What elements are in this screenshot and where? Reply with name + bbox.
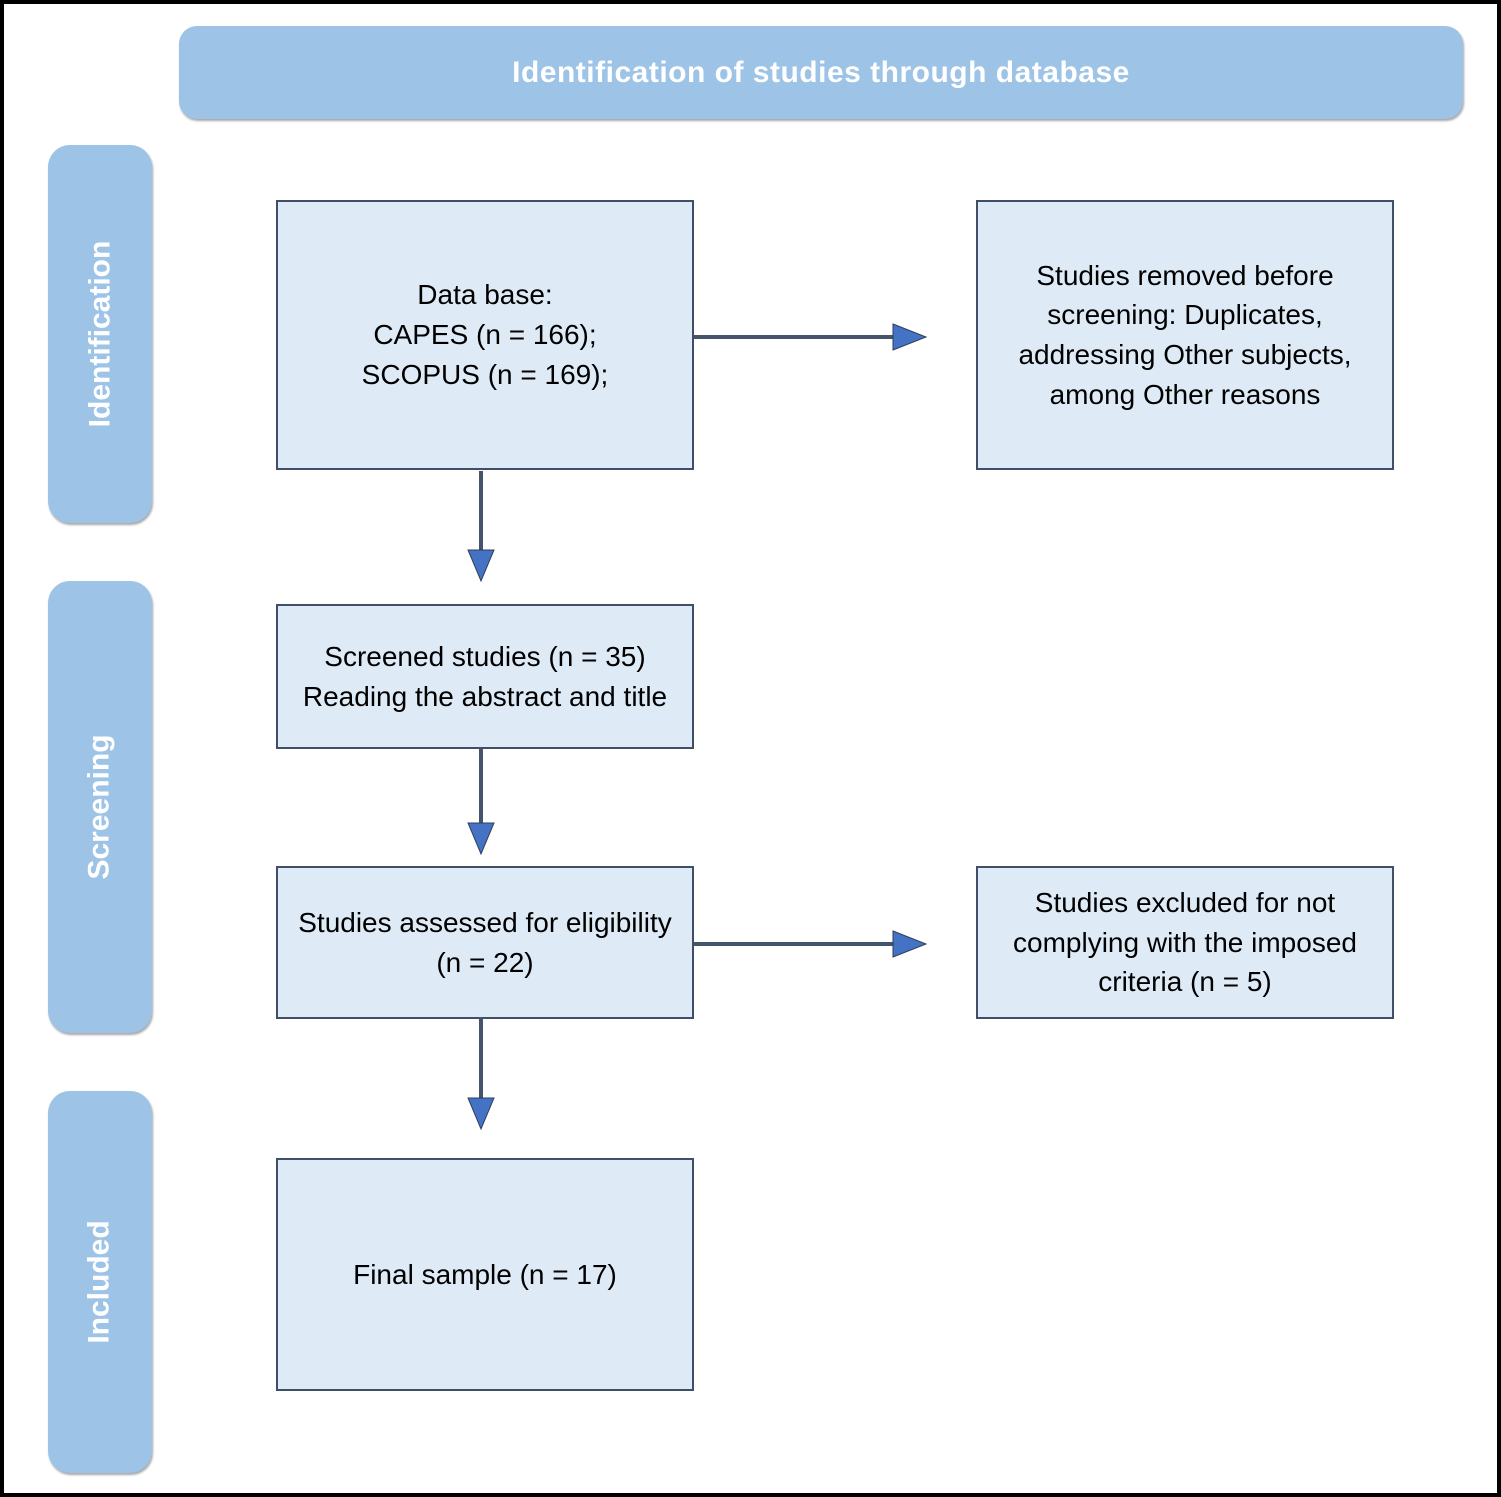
flowbox-screened-text: Screened studies (n = 35) Reading the ab… [302, 640, 668, 712]
stage-bar-included: Included [48, 1091, 152, 1473]
flowbox-excluded-studies: Studies excluded for not complying with … [976, 866, 1394, 1019]
flowbox-removed-before-screening: Studies removed before screening: Duplic… [976, 200, 1394, 470]
arrow-down-icon [467, 749, 495, 856]
arrow-down-database-to-screened [466, 471, 496, 588]
arrow-right-icon [694, 930, 928, 958]
flowbox-excluded-text: Studies excluded for not complying with … [1013, 886, 1357, 998]
flowbox-assessed-text: Studies assessed for eligibility (n = 22… [298, 906, 672, 978]
arrow-right-assessed-to-excluded [694, 929, 928, 964]
stage-bar-screening: Screening [48, 581, 152, 1033]
flowbox-screened-studies: Screened studies (n = 35) Reading the ab… [276, 604, 694, 749]
flowbox-database: Data base: CAPES (n = 166); SCOPUS (n = … [276, 200, 694, 470]
diagram-title: Identification of studies through databa… [512, 55, 1130, 89]
flowbox-database-text: Data base: CAPES (n = 166); SCOPUS (n = … [361, 279, 609, 390]
arrow-down-icon [467, 471, 495, 583]
flowbox-final-text: Final sample (n = 17) [353, 1258, 617, 1290]
stage-label-screening: Screening [83, 734, 116, 880]
arrow-right-database-to-removed [694, 322, 928, 357]
arrow-down-assessed-to-final [466, 1017, 496, 1136]
flowbox-removed-text: Studies removed before screening: Duplic… [1018, 259, 1352, 410]
arrow-down-screened-to-assessed [466, 749, 496, 861]
stage-label-identification: Identification [83, 240, 117, 428]
arrow-down-icon [467, 1017, 495, 1131]
stage-bar-identification: Identification [48, 145, 152, 523]
stage-label-included: Included [83, 1220, 116, 1344]
arrow-right-icon [694, 323, 928, 351]
flowbox-assessed-eligibility: Studies assessed for eligibility (n = 22… [276, 866, 694, 1019]
flowbox-final-sample: Final sample (n = 17) [276, 1158, 694, 1391]
diagram-title-banner: Identification of studies through databa… [179, 26, 1463, 119]
